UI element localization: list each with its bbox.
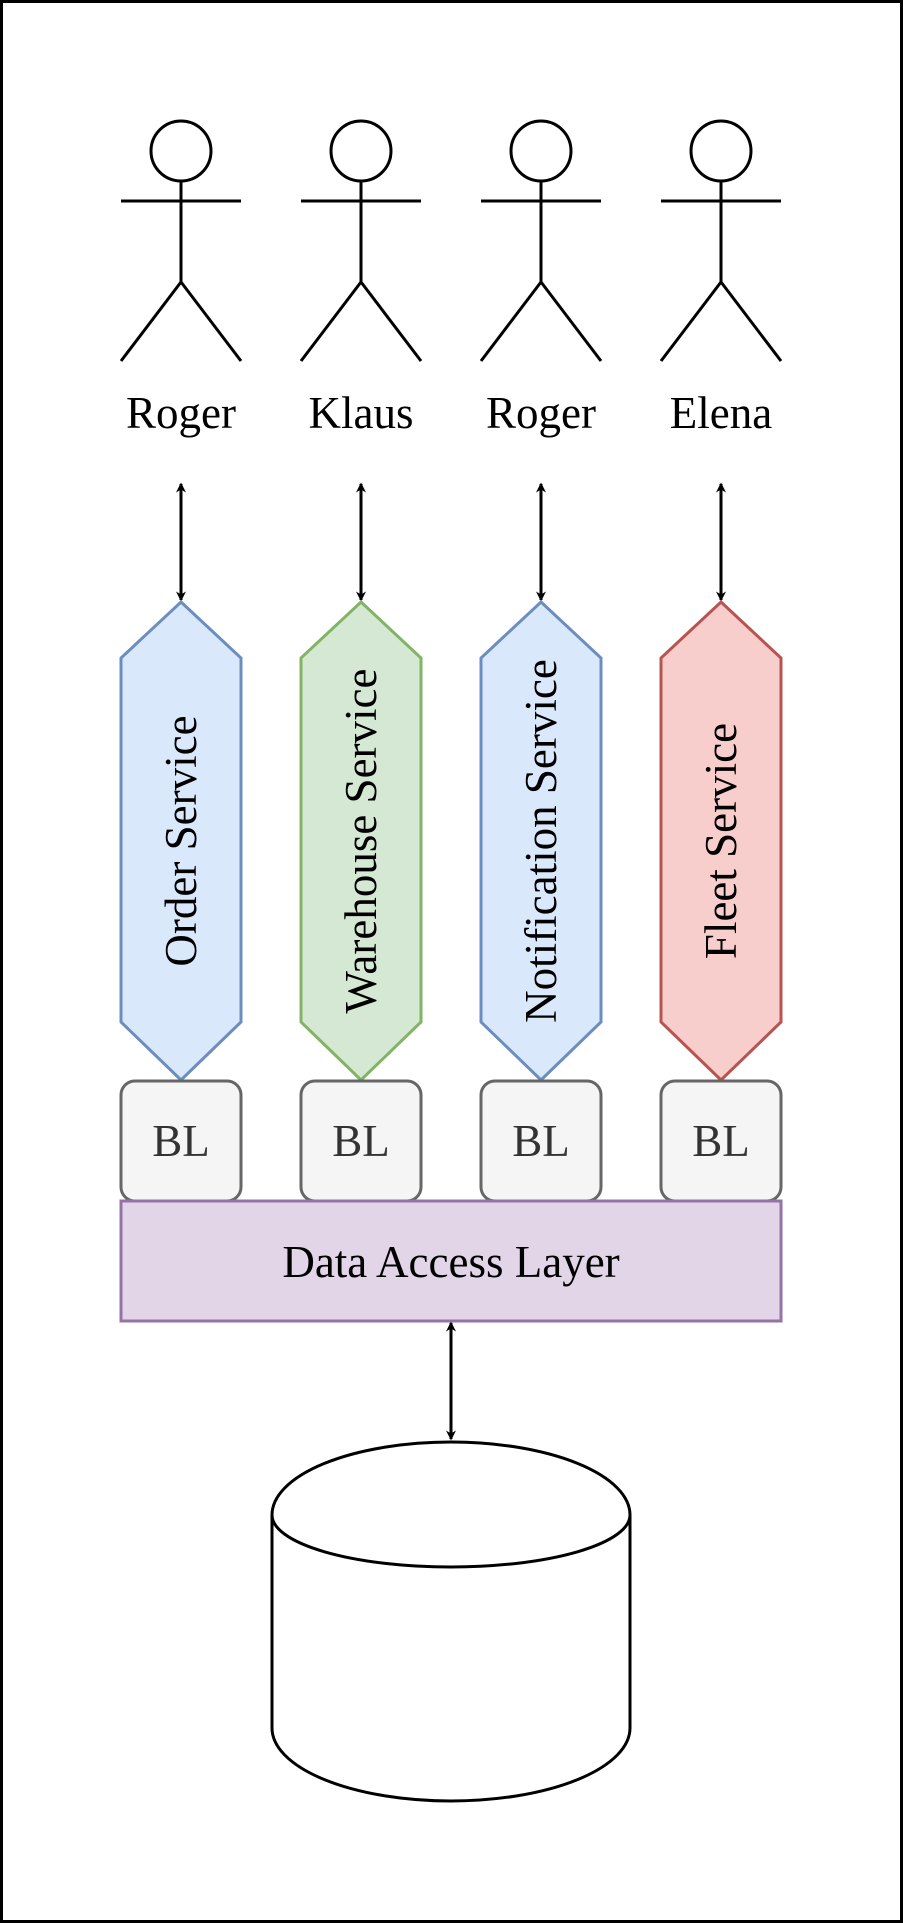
actor-left-leg — [119, 281, 183, 362]
data-access-layer-label: Data Access Layer — [282, 1237, 619, 1287]
actor-roger-1[interactable]: Roger — [119, 119, 243, 438]
actor-elena[interactable]: Elena — [659, 119, 783, 438]
actor-head — [329, 119, 393, 183]
actor-left-leg — [479, 281, 543, 362]
service-label: Order Service — [156, 715, 206, 966]
database-cylinder[interactable] — [270, 1440, 632, 1803]
service-order[interactable]: Order Service — [119, 599, 243, 1083]
actor-klaus[interactable]: Klaus — [299, 119, 423, 438]
actor-head — [689, 119, 753, 183]
data-access-layer-box — [119, 1199, 783, 1323]
business-logic-warehouse[interactable]: BL — [299, 1079, 423, 1203]
actor-right-leg — [359, 281, 423, 362]
business-logic-label: BL — [332, 1116, 390, 1166]
service-notification[interactable]: Notification Service — [479, 599, 603, 1083]
service-label: Warehouse Service — [336, 669, 386, 1014]
actor-name: Roger — [486, 388, 596, 438]
actor-name: Elena — [670, 388, 772, 438]
business-logic-label: BL — [692, 1116, 750, 1166]
business-logic-notification[interactable]: BL — [479, 1079, 603, 1203]
database-body — [270, 1440, 632, 1803]
actor-roger-2[interactable]: Roger — [479, 119, 603, 438]
service-fleet[interactable]: Fleet Service — [659, 599, 783, 1083]
business-logic-label: BL — [152, 1116, 210, 1166]
service-label: Notification Service — [516, 659, 566, 1023]
service-warehouse[interactable]: Warehouse Service — [299, 599, 423, 1083]
actor-right-leg — [719, 281, 783, 362]
database-top-rim — [270, 1514, 632, 1569]
actor-head — [149, 119, 213, 183]
business-logic-fleet[interactable]: BL — [659, 1079, 783, 1203]
service-label: Fleet Service — [696, 723, 746, 959]
actor-left-leg — [299, 281, 363, 362]
actor-name: Roger — [126, 388, 236, 438]
actor-right-leg — [539, 281, 603, 362]
actor-left-leg — [659, 281, 723, 362]
actor-head — [509, 119, 573, 183]
business-logic-label: BL — [512, 1116, 570, 1166]
actor-name: Klaus — [309, 388, 414, 438]
actor-right-leg — [179, 281, 243, 362]
data-access-layer[interactable]: Data Access Layer — [119, 1199, 783, 1323]
business-logic-order[interactable]: BL — [119, 1079, 243, 1203]
